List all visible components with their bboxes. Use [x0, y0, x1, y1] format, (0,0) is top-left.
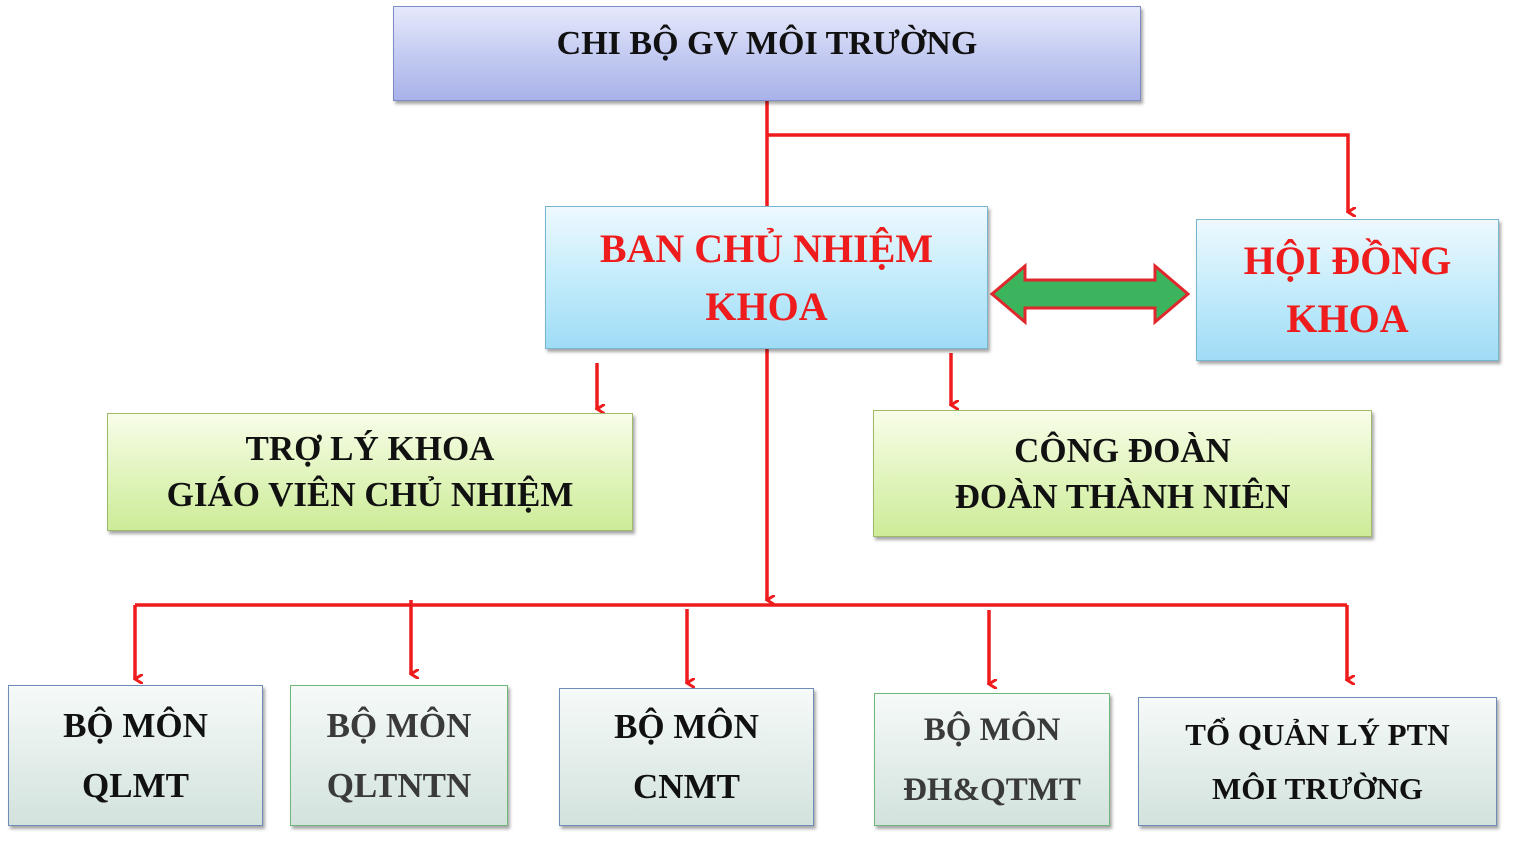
hoi-dong-line1: HỘI ĐỒNG	[1243, 238, 1452, 283]
chi-bo-box: CHI BỘ GV MÔI TRƯỜNG	[393, 6, 1141, 101]
tro-ly-line1: TRỢ LÝ KHOA	[245, 429, 495, 468]
department-line2: QLMT	[82, 765, 189, 805]
department-box-dhqtmt: BỘ MÔN ĐH&QTMT	[874, 693, 1110, 826]
hoi-dong-line2: KHOA	[1286, 296, 1409, 341]
double-arrow-icon	[989, 262, 1191, 326]
department-box-cnmt: BỘ MÔN CNMT	[559, 688, 814, 826]
department-line2: CNMT	[633, 767, 740, 806]
department-line2: MÔI TRƯỜNG	[1212, 770, 1423, 806]
department-line1: TỔ QUẢN LÝ PTN	[1185, 716, 1450, 752]
ban-chu-nhiem-line1: BAN CHỦ NHIỆM	[599, 225, 934, 271]
cong-doan-box: CÔNG ĐOÀN ĐOÀN THÀNH NIÊN	[873, 410, 1372, 537]
tro-ly-box: TRỢ LÝ KHOA GIÁO VIÊN CHỦ NHIỆM	[107, 413, 633, 531]
department-line1: BỘ MÔN	[63, 705, 208, 745]
connector-top-to-hoi-dong	[767, 133, 1348, 212]
hoi-dong-box: HỘI ĐỒNG KHOA	[1196, 219, 1499, 361]
department-line1: BỘ MÔN	[614, 707, 759, 746]
ban-chu-nhiem-line2: KHOA	[705, 283, 828, 329]
ban-chu-nhiem-box: BAN CHỦ NHIỆM KHOA	[545, 206, 988, 349]
cong-doan-line2: ĐOÀN THÀNH NIÊN	[954, 476, 1291, 516]
cong-doan-line1: CÔNG ĐOÀN	[1014, 430, 1231, 470]
department-box-qlmt: BỘ MÔN QLMT	[8, 685, 263, 826]
department-box-to-quan-ly-ptn: TỔ QUẢN LÝ PTN MÔI TRƯỜNG	[1138, 697, 1497, 826]
department-line2: QLTNTN	[326, 765, 472, 805]
department-line1: BỘ MÔN	[326, 705, 472, 745]
department-box-qltntn: BỘ MÔN QLTNTN	[290, 685, 508, 826]
department-line2: ĐH&QTMT	[903, 771, 1081, 808]
tro-ly-line2: GIÁO VIÊN CHỦ NHIỆM	[166, 475, 574, 514]
department-line1: BỘ MÔN	[923, 711, 1061, 748]
chi-bo-label: CHI BỘ GV MÔI TRƯỜNG	[556, 25, 978, 62]
